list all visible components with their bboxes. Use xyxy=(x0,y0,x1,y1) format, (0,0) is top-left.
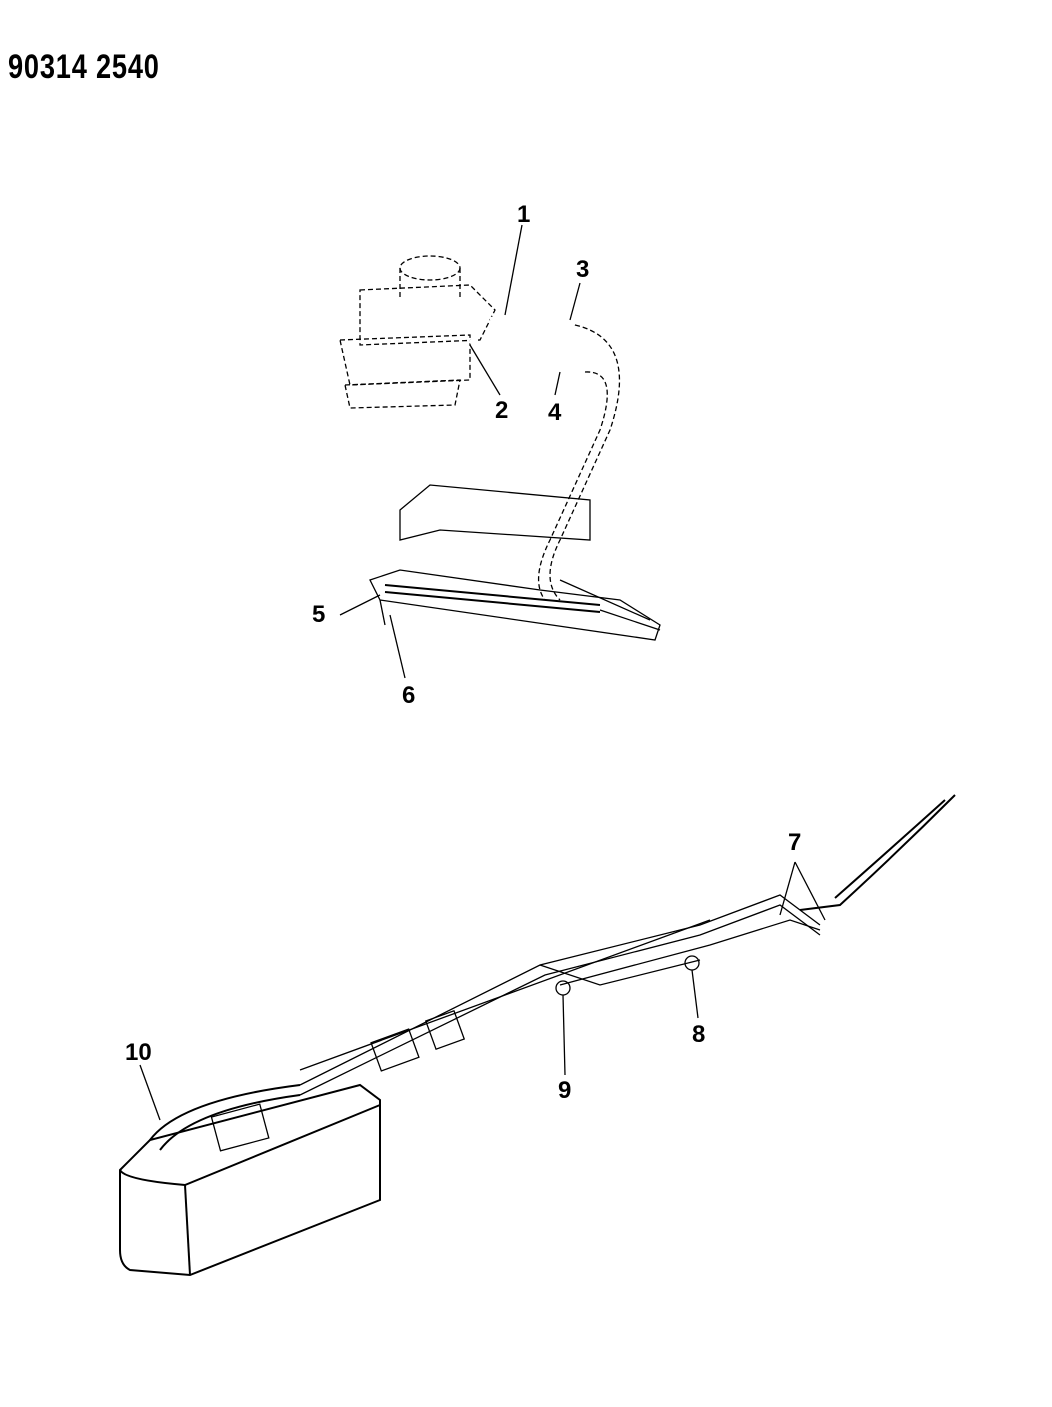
callout-9: 9 xyxy=(558,1077,571,1104)
callout-3: 3 xyxy=(576,256,589,283)
callout-10: 10 xyxy=(125,1039,152,1066)
callout-1: 1 xyxy=(517,201,530,228)
document-id: 90314 2540 xyxy=(8,48,160,86)
callout-8: 8 xyxy=(692,1021,705,1048)
callout-2: 2 xyxy=(495,397,508,424)
callout-6: 6 xyxy=(402,682,415,709)
tube-assembly xyxy=(369,484,661,641)
hoses xyxy=(468,315,621,601)
callout-5: 5 xyxy=(312,601,325,628)
leader-lines xyxy=(139,224,826,1121)
fuel-tank xyxy=(119,1083,381,1277)
chassis-fuel-lines xyxy=(149,794,956,1151)
callout-7: 7 xyxy=(788,829,801,856)
callout-4: 4 xyxy=(548,399,562,426)
carburetor xyxy=(339,255,496,409)
